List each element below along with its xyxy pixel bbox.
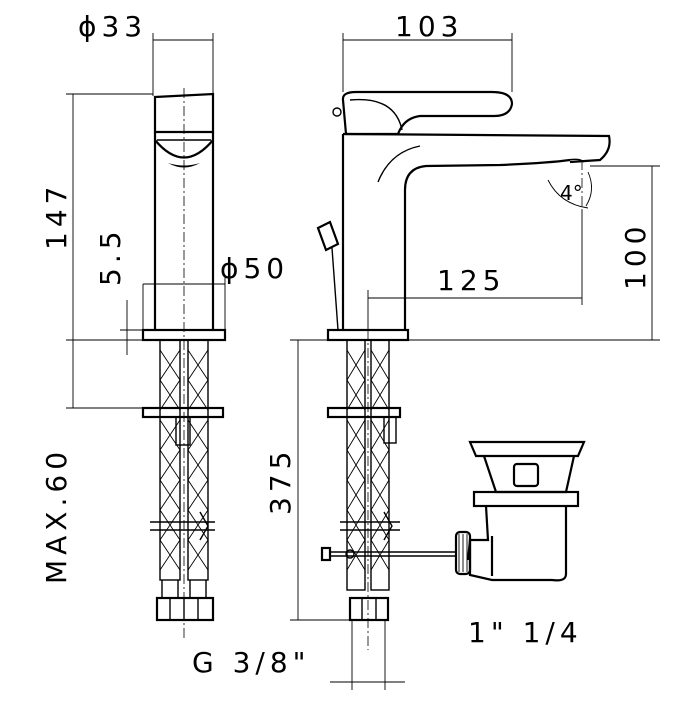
label-width-top: 103 <box>395 10 463 43</box>
label-waste: 1" 1/4 <box>468 616 583 649</box>
label-angle: 4° <box>560 181 583 205</box>
label-spout-reach: 125 <box>437 264 505 297</box>
label-gap: 5.5 <box>94 226 127 286</box>
waste-assembly <box>454 440 586 582</box>
label-thread: G 3/8" <box>192 646 311 679</box>
label-spout-height: 100 <box>619 222 652 290</box>
dimension-lines <box>66 33 660 690</box>
front-view <box>141 88 227 640</box>
label-d-top: ϕ33 <box>78 10 147 43</box>
label-hose-length: 375 <box>264 447 297 515</box>
label-height-total: 147 <box>40 182 73 250</box>
label-max-depth: MAX.60 <box>40 447 73 584</box>
label-d-base: ϕ50 <box>220 252 289 285</box>
dimension-labels: ϕ33 103 147 5.5 ϕ50 125 100 4° 375 MAX.6… <box>40 10 652 679</box>
side-view <box>316 90 611 650</box>
